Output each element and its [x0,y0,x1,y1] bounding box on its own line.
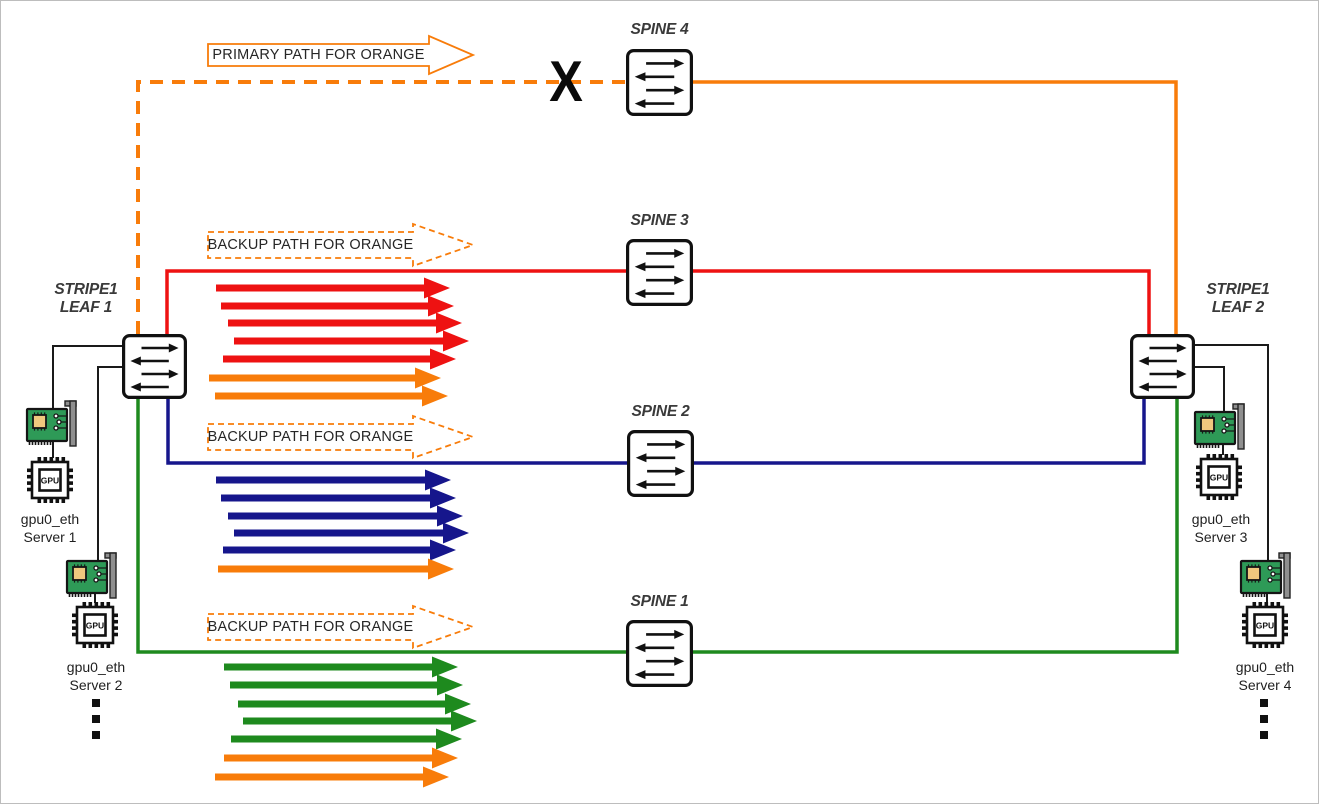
link-leaf2-server3 [1194,366,1225,414]
gpu-icon: GPU [27,457,73,503]
spine-switch-icon [626,49,693,116]
path-label-arrow-backup [207,414,476,460]
flow-arrow-navy [223,539,456,561]
link-orange-primary-dashed [136,80,661,334]
flow-arrow-red [223,348,456,370]
flow-arrow-green [230,674,463,696]
nic-icon [65,552,117,599]
flow-arrow-orange [215,766,449,788]
nic-icon [25,400,77,447]
link-leaf2-server4 [1194,344,1269,563]
flow-arrow-green [224,656,458,678]
more-servers-ellipsis-icon [92,699,100,739]
flow-arrow-navy [216,469,451,491]
path-label-arrow-backup [207,604,476,650]
gpu-chip-label: GPU [41,476,59,486]
link-leaf1-server1 [52,345,122,411]
link-leaf1-server2 [97,366,122,563]
flow-arrow-green [243,710,477,732]
gpu-icon: GPU [72,602,118,648]
gpu-icon: GPU [1196,454,1242,500]
flow-arrow-orange [218,558,454,580]
flow-arrow-orange [209,367,441,389]
flow-arrow-orange [224,747,458,769]
spine-switch-icon [626,620,693,687]
path-label-arrow-backup [207,222,476,268]
flow-arrow-navy [228,505,463,527]
leaf-switch-icon [1130,334,1195,399]
flow-arrow-orange [215,385,448,407]
gpu-icon: GPU [1242,602,1288,648]
flow-arrow-red [221,295,454,317]
leaf-switch-icon [122,334,187,399]
more-servers-ellipsis-icon [1260,699,1268,739]
link-orange-backup-solid [661,80,1178,334]
flow-arrow-green [238,693,471,715]
spine-switch-icon [626,239,693,306]
nic-icon [1193,403,1245,450]
gpu-chip-label: GPU [86,621,104,631]
spine-switch-icon [627,430,694,497]
path-label-arrow-primary [207,34,476,76]
flow-arrow-navy [234,522,469,544]
flow-arrow-red [216,277,450,299]
flow-arrow-navy [221,487,456,509]
gpu-chip-label: GPU [1256,621,1274,631]
flow-arrow-red [228,312,462,334]
flow-arrow-red [234,330,469,352]
nic-icon [1239,552,1291,599]
gpu-chip-label: GPU [1210,473,1228,483]
flow-arrow-green [231,728,462,750]
